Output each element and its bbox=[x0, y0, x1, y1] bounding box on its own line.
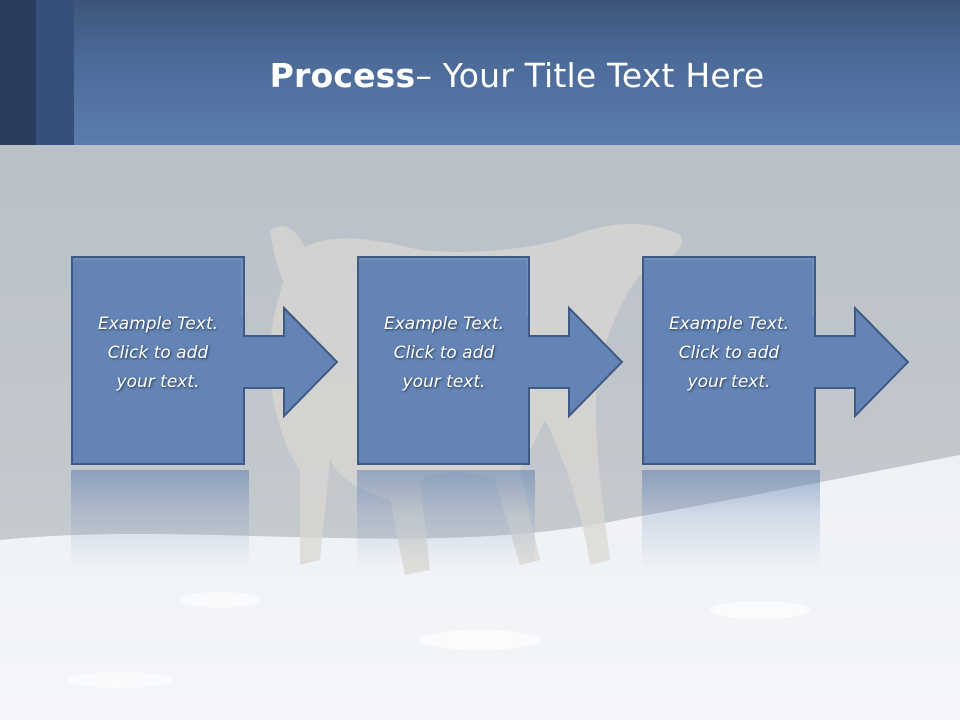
process-step-3[interactable]: Example Text. Click to add your text. bbox=[642, 256, 910, 576]
step-reflection bbox=[642, 470, 820, 570]
title-banner bbox=[0, 0, 960, 145]
process-box-with-arrow bbox=[71, 256, 339, 465]
step-label[interactable]: Example Text. Click to add your text. bbox=[668, 314, 790, 392]
step-reflection bbox=[71, 470, 249, 570]
process-step-1[interactable]: Example Text. Click to add your text. bbox=[71, 256, 339, 576]
step-reflection bbox=[357, 470, 535, 570]
process-box-with-arrow bbox=[642, 256, 910, 465]
step-label[interactable]: Example Text. Click to add your text. bbox=[383, 314, 505, 392]
process-box-with-arrow bbox=[357, 256, 624, 465]
process-step-2[interactable]: Example Text. Click to add your text. bbox=[357, 256, 624, 576]
banner-accent-stripe bbox=[0, 0, 36, 145]
title-rest-text: – Your Title Text Here bbox=[415, 55, 765, 95]
banner-accent-stripe-secondary bbox=[36, 0, 74, 145]
slide-title[interactable]: Process – Your Title Text Here bbox=[74, 0, 960, 150]
step-label[interactable]: Example Text. Click to add your text. bbox=[97, 314, 219, 392]
title-bold-text: Process bbox=[269, 55, 416, 95]
